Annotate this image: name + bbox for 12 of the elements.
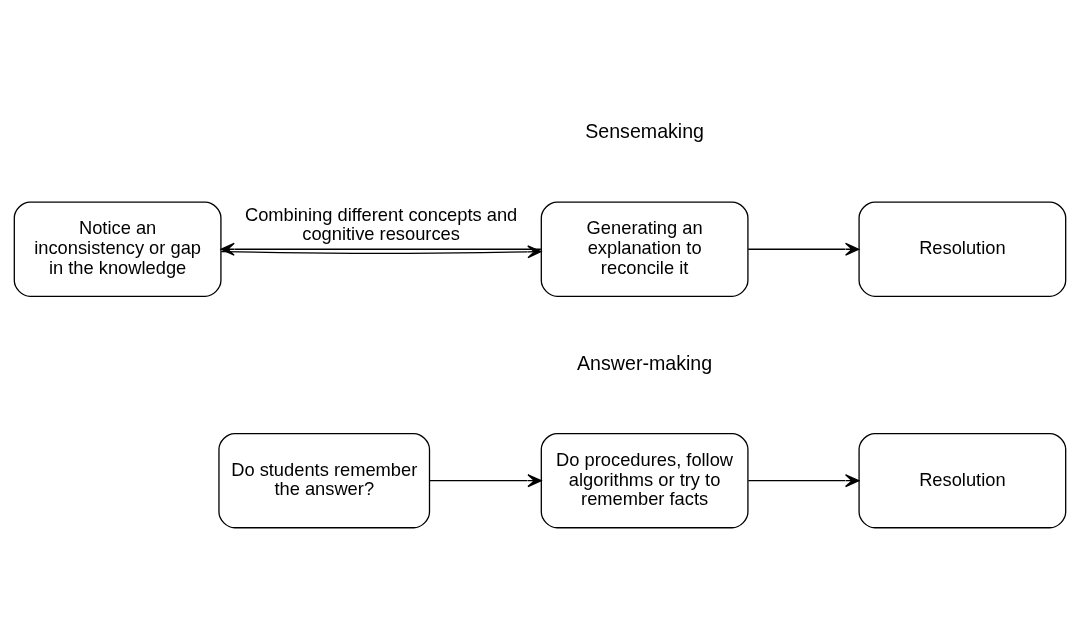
- arrow: [747, 242, 860, 256]
- arrow: [747, 473, 860, 487]
- label: Answer-making: [577, 351, 713, 374]
- node-box: Resolution: [858, 201, 1067, 297]
- node-box: Do students remember the answer?: [218, 432, 431, 528]
- node-box: Resolution: [858, 432, 1067, 528]
- node-box: Notice an inconsistency or gap in the knowledge: [13, 201, 222, 297]
- node-box: Generating an explanation to reconcile it: [540, 201, 749, 297]
- arrow: [429, 473, 542, 487]
- label: Sensemaking: [585, 119, 705, 142]
- node-box: Do procedures, follow algorithms or try to remember facts: [540, 432, 749, 528]
- edge-label: Combining different concepts and cognitive resources: [244, 203, 518, 244]
